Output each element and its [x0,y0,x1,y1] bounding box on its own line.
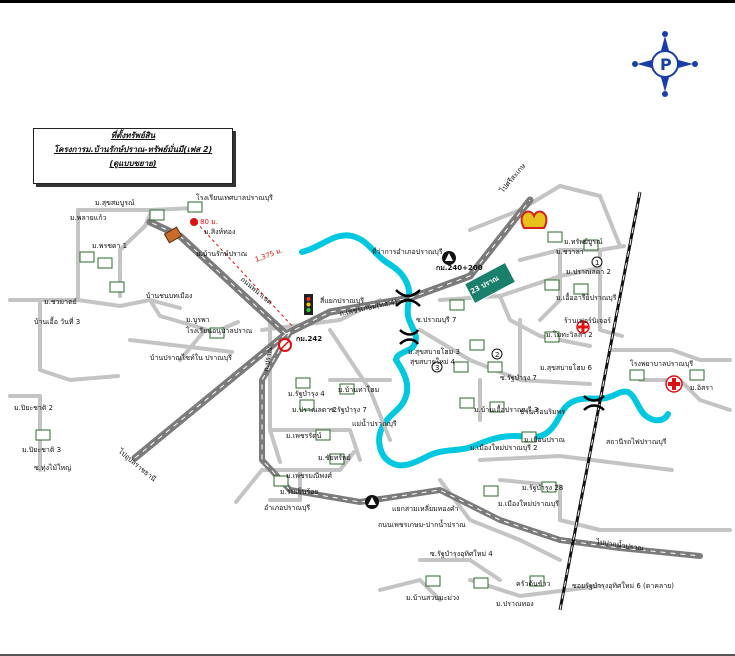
village-label: ซ.รัฐบำรุง 7 [330,406,367,414]
info-project: โครงการม.บ้านรักษ์ปราณ-ทรัพย์มั่นมี(เฟส … [53,145,213,154]
site-pin-icon [190,218,198,226]
village-label: ม.ปราณทอง [496,600,534,608]
marker-1 [591,256,603,268]
village-label: ม.เมืองใหม่ปราณบุรี [498,499,559,508]
village-label: ม.รัฐบำรุง 4 [288,390,325,398]
village-label: ม.อิสรา [690,384,713,392]
bottom-border [0,654,735,656]
top-border [0,0,735,3]
village-label: ม.บูรพา [186,316,210,324]
label-station: สถานีรถไฟปราณบุรี [606,437,667,446]
label-road-petch: ถนนเพชรเกษม-ปากน้ำปราณ [378,518,466,529]
village-label: ม.สุขสมบูรณ์ [95,199,135,207]
village-label: บ้านปราณไซท์ใน ปราณบุรี [150,353,232,362]
marker-3 [431,361,443,373]
village-label: ซ.ปราณบุรี 7 [416,316,457,324]
label-soi-rat4: ซ.รัฐบำรุงอุทิศใหม่ 4 [430,549,493,558]
village-label: ม.สุขสบายโฮม 6 [540,363,593,372]
label-km242: กม.242 [296,335,322,343]
landmark-icon [365,495,379,509]
traffic-light-icon [304,294,313,315]
shell-logo-icon [520,210,548,229]
village-label: ม.บ้านสวนมะม่วง [406,594,459,602]
marker-1-label: 1 [595,259,599,267]
village-label: ซ.ทุ่งไม้ใหญ่ [34,463,71,472]
village-label: ม.พรชดา 1 [92,242,127,250]
village-label: ที่ว่าการอำเภอปราณบุรี [372,247,443,256]
village-label: ม.โมทะวิลล่า 2 [546,330,593,339]
hospital-icon-2 [576,320,590,334]
label-junction: แยกสามเหลี่ยมทองคำ [392,504,459,513]
village-label: ม.ปราณลดา 2 [566,268,611,276]
village-label: ม.เพชรรัตน์ [286,432,322,440]
village-label: ม.สิงห์ทอง [204,228,235,236]
location-info-box: ที่ตั้งทรัพย์สิน โครงการม.บ้านรักษ์ปราณ-… [33,128,233,184]
village-label: ม.ทรัพย์บูรณ์ [564,238,603,246]
village-label: ม.ชวมาตย์ [44,298,77,306]
label-project-site: ม.บ้านรักษ์ปราณ [196,250,248,258]
label-district-office: อำเภอปราณบุรี [264,504,310,512]
railway [558,191,642,611]
marker-3-label: 3 [435,364,439,372]
compass-logo-icon: P [632,31,698,97]
label-river: แม่น้ำปราณบุรี [352,417,397,428]
info-title: ที่ตั้งทรัพย์สิน [110,131,156,140]
village-label: ม.พลายแก้ว [70,214,107,222]
village-label: ม.เพชรมณีพงศ์ [286,472,332,480]
label-distance: 1,375 ม. [254,246,284,263]
label-to-ubon: ไปอุบลราชธานี [116,446,158,483]
label-to-srisaket: ไปศรีสะเกษ [497,161,528,195]
river-lower [376,357,671,469]
village-label: ม.ปิยะชาติ 3 [22,446,61,454]
project-site-marker [163,226,183,244]
village-label: บ้านเอื้อ วันที่ 3 [34,315,80,326]
village-label: ครัวต้นข้าว [516,580,550,588]
village-label: ม.ชัยทรัพย์ [318,454,351,462]
village-label: บ้านชนบทเมือง [146,292,192,300]
label-school: โรงเรียนเทศบาลปราณบุรี [196,193,273,202]
village-label: ซ.รัฐบำรุง 7 [500,374,537,382]
highway-sign [463,261,517,305]
svg-text:P: P [660,55,672,74]
village-label: ม.บ้านเอื้อปราณบุรี 3 [474,403,538,414]
river-connect [393,345,415,363]
village-label: ม.ชวาลา [556,248,584,256]
village-label: ม.เยือนปราณ [524,436,565,444]
bridge-icon [395,289,605,411]
label-km240: กม.240+200 [436,264,483,272]
village-label: ร้านเฟอร์นิเจอร์ [564,317,611,325]
hospital-icon [665,375,683,393]
village-label: ม.ปิยะชาติ 2 [14,404,53,412]
village-label: บ้านเรือนริมพร [520,408,565,416]
village-label: ม.ปราณลดา 2 [292,406,337,414]
village-label: ม.สุขสบายโฮม 3 [408,347,460,356]
label-dist-80: 80 ม. [200,218,218,226]
house-icons [35,201,705,589]
label-soi-rat6: ซอยรัฐบำรุงอุทิศใหม่ 6 (ตาคลาย) [572,581,674,590]
village-label: โรงเรียนอนุบาลปราณ [186,326,253,335]
label-hospital: โรงพยาบาลปราณบุรี [630,359,693,368]
distance-line [195,221,295,329]
marker-2 [491,348,503,360]
village-label: ม.เอื้ออารีย์ปราณบุรี [556,291,617,302]
district-office-icon [442,251,456,265]
marker-2-label: 2 [495,351,499,359]
village-label: ม.ร่มเย็นร้อย [280,487,319,496]
info-note: (ดูแบบขยาย) [109,159,157,168]
village-label: สุขสบายใหม่ 4 [410,357,456,366]
village-label: ม.รัฐบำรุง 28 [522,484,563,492]
village-label: ม.บ้านท่าโฮม [338,385,379,394]
label-traffic-light: สี่แยกปราณบุรี [320,296,364,305]
village-label: ม.เมืองใหม่ปราณบุรี 2 [470,443,538,452]
river-upper [299,232,419,351]
no-turn-sign-icon [278,338,292,352]
